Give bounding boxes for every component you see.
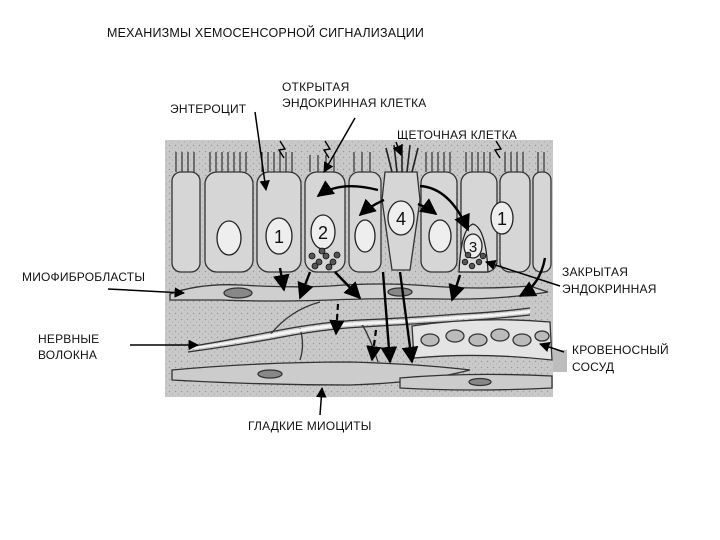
leader-open-endocrine (323, 117, 356, 173)
diagram-title: МЕХАНИЗМЫ ХЕМОСЕНСОРНОЙ СИГНАЛИЗАЦИИ (107, 26, 425, 40)
cell-numbers: 1 2 4 3 1 (274, 209, 507, 256)
arrow-brush-to-open-endocrine (316, 180, 379, 197)
label-enterocyte: ЭНТЕРОЦИТ (170, 102, 247, 116)
nucleus (428, 219, 452, 253)
label-smooth-myocytes: ГЛАДКИЕ МИОЦИТЫ (248, 419, 372, 433)
arrow-down-1 (273, 267, 290, 292)
arrow-down-2 (297, 271, 314, 300)
label-nerve-fibers-line2: ВОЛОКНА (38, 348, 98, 362)
cell-number: 3 (469, 239, 477, 256)
nucleus (265, 217, 293, 255)
nuclei (216, 200, 514, 273)
cell-number: 1 (274, 227, 284, 247)
arrow-down-3 (334, 271, 362, 300)
label-nerve-fibers-line1: НЕРВНЫЕ (38, 332, 100, 346)
smooth-myocytes (171, 361, 553, 391)
nerve-fibers-fill (188, 310, 530, 350)
label-blood-vessel-line2: СОСУД (572, 360, 615, 374)
leader-closed-endocrine (485, 259, 561, 287)
microvilli (175, 152, 545, 172)
leader-blood-vessel (539, 342, 565, 353)
nucleus (490, 201, 514, 235)
cell-number: 1 (497, 209, 507, 229)
label-open-endocrine-line1: ОТКРЫТАЯ (282, 80, 350, 94)
label-open-endocrine-line2: ЭНДОКРИННАЯ КЛЕТКА (282, 96, 427, 110)
leader-lines (107, 111, 565, 416)
arrow-brush-left (358, 198, 385, 217)
cell-number: 2 (318, 223, 328, 243)
label-closed-endocrine-line2: ЭНДОКРИННАЯ (562, 282, 657, 296)
tissue-edge (553, 350, 567, 372)
leader-myofibroblasts (107, 287, 186, 298)
leader-enterocyte (254, 111, 270, 192)
label-closed-endocrine-line1: ЗАКРЫТАЯ (562, 265, 629, 279)
arrow-brush-right (417, 198, 438, 216)
blood-vessel (411, 319, 553, 361)
arrow-brush-to-closed-endocrine (419, 184, 470, 232)
arrow-brush-down-1 (380, 271, 398, 364)
dashed-arrows (329, 303, 382, 362)
label-myofibroblasts: МИОФИБРОБЛАСТЫ (22, 270, 146, 284)
arrow-brush-down-2 (398, 271, 419, 364)
label-blood-vessel-line1: КРОВЕНОСНЫЙ (572, 343, 669, 357)
leader-brush-cell (392, 141, 403, 156)
secretory-granules (308, 247, 487, 271)
signaling-arrows (273, 180, 547, 364)
nucleus (216, 220, 242, 256)
nucleus (354, 219, 376, 253)
nucleus (387, 200, 415, 236)
cell-number: 4 (396, 209, 406, 229)
chemosensory-signal-icons (277, 140, 503, 159)
leader-smooth-myocytes (316, 386, 327, 416)
arrow-closed-right (518, 257, 547, 298)
label-brush-cell: ЩЕТОЧНАЯ КЛЕТКА (397, 128, 517, 142)
arrow-closed-down (448, 274, 465, 302)
